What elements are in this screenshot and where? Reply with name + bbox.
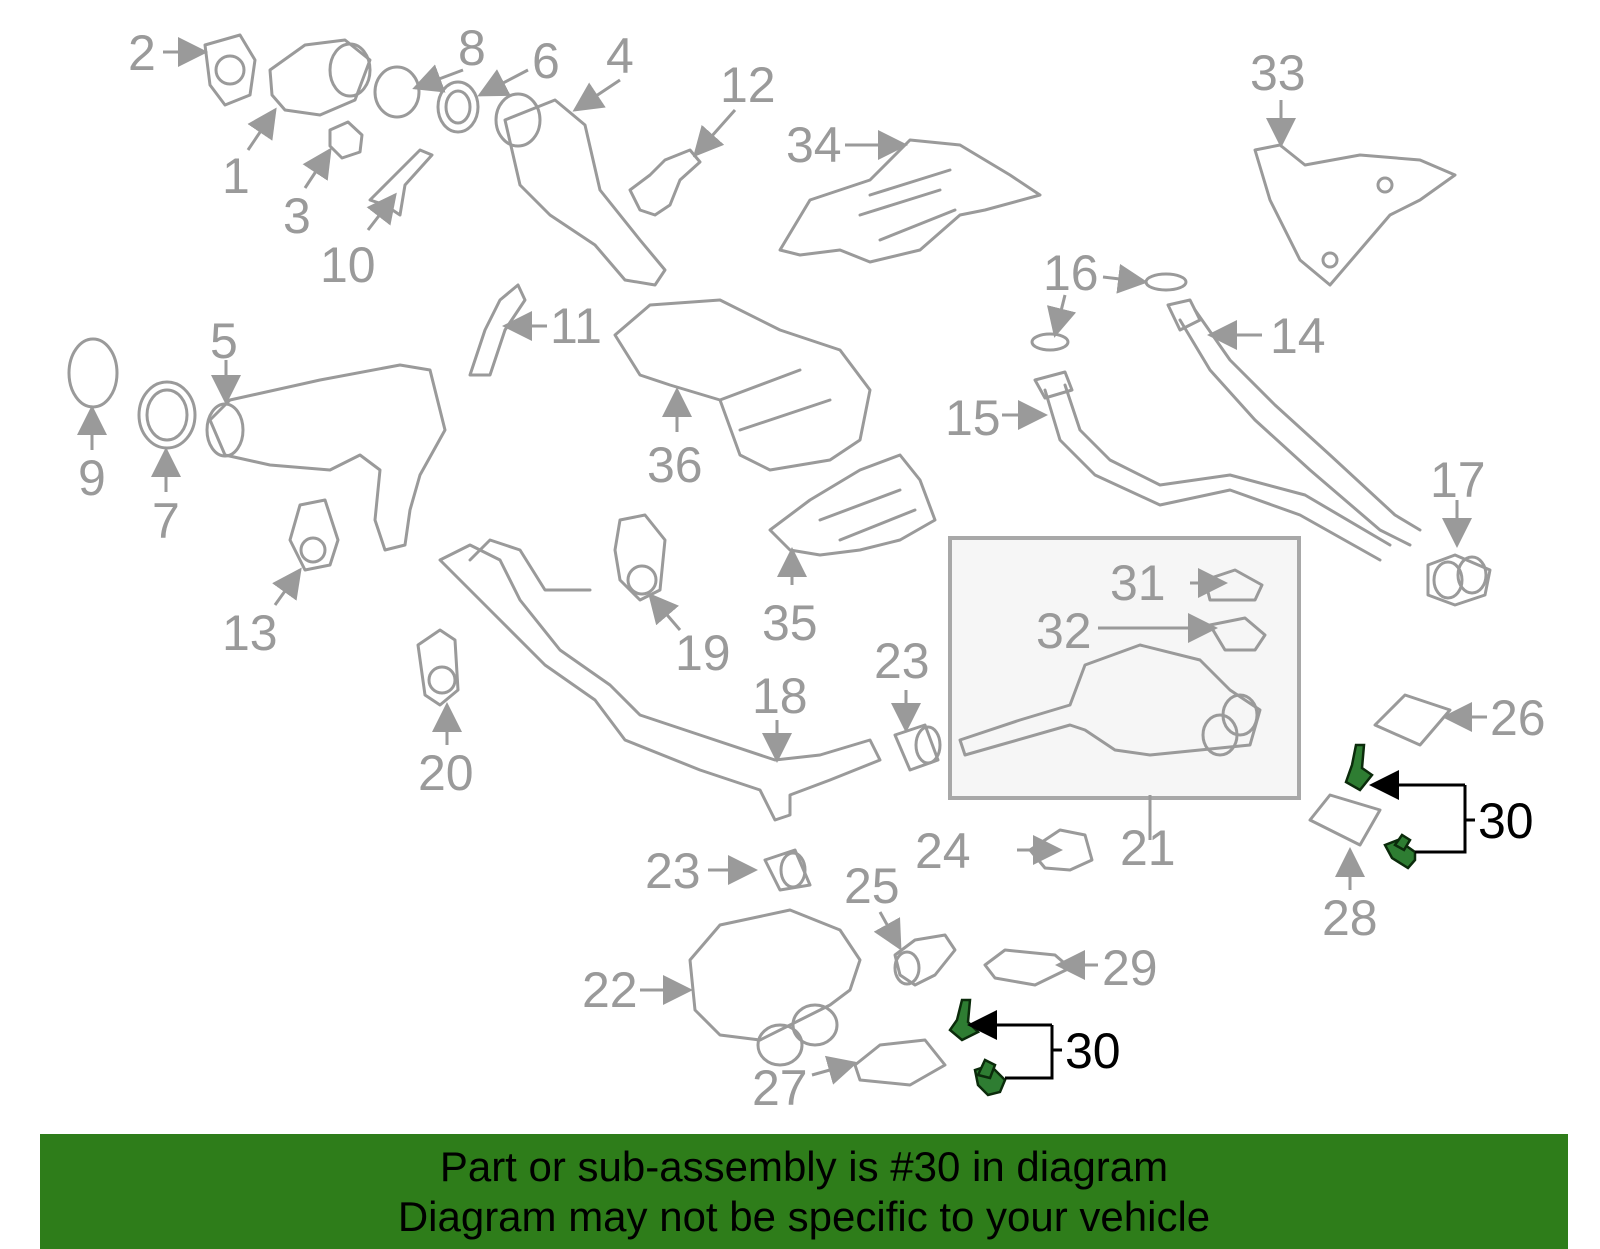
part-32-bracket	[1208, 616, 1267, 652]
part-23-clamp-lower	[763, 848, 812, 892]
part-17-tips	[1426, 553, 1492, 607]
callout-17: 17	[1430, 452, 1486, 508]
part-9-ring	[67, 337, 119, 409]
callout-13: 13	[222, 605, 278, 661]
part-16-ring	[1144, 272, 1188, 292]
part-26-trim	[1373, 693, 1452, 747]
callout-29: 29	[1102, 940, 1158, 996]
part-2-gasket	[203, 33, 257, 107]
part-1-turbo-outlet	[268, 38, 372, 117]
part-11-bracket	[468, 283, 527, 377]
part-7-clamp	[137, 380, 197, 450]
callout-25: 25	[844, 858, 900, 914]
part-34-heat-shield	[778, 138, 1042, 264]
callout-36: 36	[647, 437, 703, 493]
callout-11: 11	[550, 298, 602, 354]
callout-4: 4	[606, 28, 634, 84]
part-29-trim	[983, 948, 1072, 987]
callout-27: 27	[752, 1060, 808, 1116]
callout-31: 31	[1110, 555, 1166, 611]
part-18-middle-pipe	[438, 538, 882, 822]
callout-21: 21	[1120, 820, 1176, 876]
part-12-sensor	[628, 148, 702, 217]
part-3-nut	[328, 120, 364, 160]
banner-line-2: Diagram may not be specific to your vehi…	[397, 1192, 1211, 1240]
part-19-mount	[613, 513, 667, 602]
callout-labels: 2 1 3 8 6 4 10 12 34 33 16 11 14 15 5 9 …	[78, 20, 1546, 1116]
callout-6: 6	[532, 33, 560, 89]
part-24-hanger	[1028, 828, 1094, 872]
callout-5: 5	[210, 313, 238, 369]
callout-32: 32	[1036, 603, 1092, 659]
callout-18: 18	[752, 668, 808, 724]
part-21-rear-muffler	[958, 643, 1262, 757]
callout-3: 3	[283, 188, 311, 244]
callout-10: 10	[320, 237, 376, 293]
leader-30-lower	[967, 1010, 1062, 1080]
callout-23-upper: 23	[874, 633, 930, 689]
callout-9: 9	[78, 450, 106, 506]
callout-8: 8	[458, 20, 486, 76]
part-4-downpipe	[494, 92, 667, 287]
part-33-heat-shield	[1253, 143, 1457, 287]
callout-2: 2	[128, 25, 156, 81]
part-16b-ring	[1030, 332, 1070, 352]
callout-24: 24	[915, 823, 971, 879]
part-28-trim	[1308, 793, 1382, 847]
callout-35: 35	[762, 595, 818, 651]
part-35-heat-shield	[768, 453, 937, 557]
part-5-catalytic-converter	[205, 363, 447, 552]
leader-30-upper	[1369, 770, 1475, 854]
part-info-banner: Part or sub-assembly is #30 in diagram D…	[40, 1134, 1568, 1249]
part-20-mount	[416, 628, 460, 707]
callout-1: 1	[222, 148, 250, 204]
callout-33: 33	[1250, 45, 1306, 101]
part-13-sensor	[288, 498, 340, 572]
part-25-hanger	[893, 933, 957, 987]
part-15-pipe	[1033, 370, 1392, 562]
leader-arrows	[77, 37, 1487, 1085]
callout-28: 28	[1322, 890, 1378, 946]
callout-12: 12	[720, 57, 776, 113]
part-30-bolt[interactable]	[948, 998, 981, 1042]
part-14-pipe	[1166, 298, 1422, 547]
callout-23-lower: 23	[645, 843, 701, 899]
rear-muffler-inset	[948, 536, 1301, 800]
callout-26: 26	[1490, 690, 1546, 746]
callout-22: 22	[582, 962, 638, 1018]
callout-14: 14	[1270, 308, 1326, 364]
callout-30-lower: 30	[1065, 1023, 1121, 1079]
callout-15: 15	[945, 390, 1001, 446]
callout-19: 19	[675, 625, 731, 681]
callout-30-upper: 30	[1478, 793, 1534, 849]
part-27-trim	[853, 1038, 947, 1087]
callout-7: 7	[152, 493, 180, 549]
part-6-clamp	[436, 80, 480, 134]
callout-20: 20	[418, 745, 474, 801]
part-10-bracket	[368, 148, 434, 217]
banner-line-1: Part or sub-assembly is #30 in diagram	[439, 1142, 1169, 1190]
part-30-bolt[interactable]	[1383, 833, 1417, 870]
part-8-ring	[373, 65, 421, 119]
callout-16: 16	[1043, 245, 1099, 301]
callout-34: 34	[786, 117, 842, 173]
part-22-rear-muffler-body	[688, 908, 862, 1067]
part-30-bolt[interactable]	[1344, 743, 1374, 792]
part-23-clamp-upper	[893, 723, 942, 772]
part-30-bolt[interactable]	[973, 1058, 1007, 1097]
